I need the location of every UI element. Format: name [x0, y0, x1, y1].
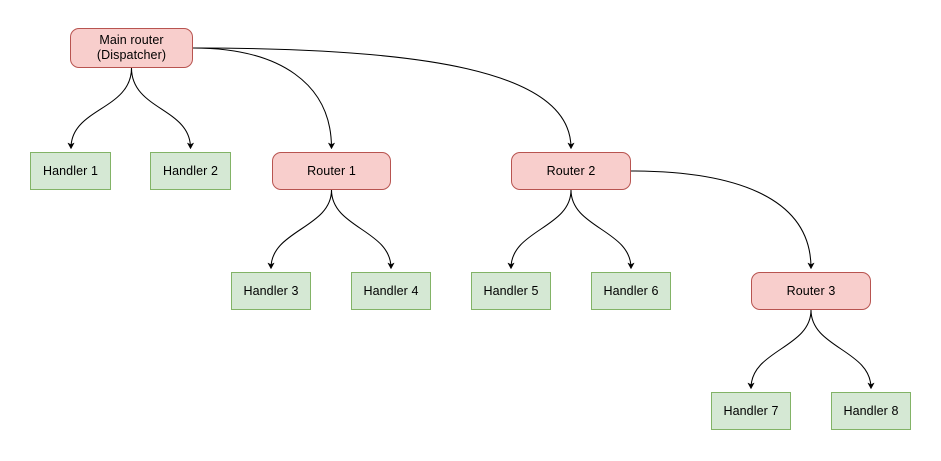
node-label-handler-6: Handler 6	[603, 283, 659, 298]
node-handler-4[interactable]: Handler 4	[351, 272, 431, 310]
node-label-router-2: Router 2	[546, 163, 596, 178]
edge-main-router-to-router-2	[192, 47, 571, 148]
node-label-handler-7: Handler 7	[723, 403, 779, 418]
node-router-3[interactable]: Router 3	[751, 272, 871, 310]
edge-router-1-to-handler-4	[330, 189, 392, 268]
edge-main-router-to-router-1	[192, 47, 332, 148]
edge-router-2-to-handler-6	[570, 189, 631, 268]
edges-group	[71, 47, 871, 388]
node-label-handler-3: Handler 3	[243, 283, 299, 298]
edge-router-3-to-handler-7	[751, 309, 812, 388]
node-handler-3[interactable]: Handler 3	[231, 272, 311, 310]
node-handler-8[interactable]: Handler 8	[831, 392, 911, 430]
node-label-handler-8: Handler 8	[843, 403, 899, 418]
node-label-handler-1: Handler 1	[42, 163, 99, 178]
node-label-router-1: Router 1	[307, 163, 356, 178]
edge-main-router-to-handler-2	[130, 67, 191, 148]
node-label-handler-4: Handler 4	[363, 283, 419, 298]
node-label-handler-2: Handler 2	[162, 163, 219, 178]
edge-router-2-to-handler-5	[511, 189, 572, 268]
node-handler-7[interactable]: Handler 7	[711, 392, 791, 430]
edge-router-2-to-router-3	[630, 170, 811, 268]
node-handler-1[interactable]: Handler 1	[30, 152, 111, 190]
edge-router-3-to-handler-8	[810, 309, 871, 388]
node-router-1[interactable]: Router 1	[272, 152, 391, 190]
node-handler-5[interactable]: Handler 5	[471, 272, 551, 310]
node-main-router[interactable]: Main router (Dispatcher)	[70, 28, 193, 68]
node-handler-6[interactable]: Handler 6	[591, 272, 671, 310]
node-handler-2[interactable]: Handler 2	[150, 152, 231, 190]
edge-router-1-to-handler-3	[271, 189, 333, 268]
edge-main-router-to-handler-1	[71, 67, 133, 148]
node-label-handler-5: Handler 5	[483, 283, 539, 298]
node-label-main-router: Main router (Dispatcher)	[96, 33, 167, 62]
node-router-2[interactable]: Router 2	[511, 152, 631, 190]
node-label-router-3: Router 3	[786, 283, 836, 298]
